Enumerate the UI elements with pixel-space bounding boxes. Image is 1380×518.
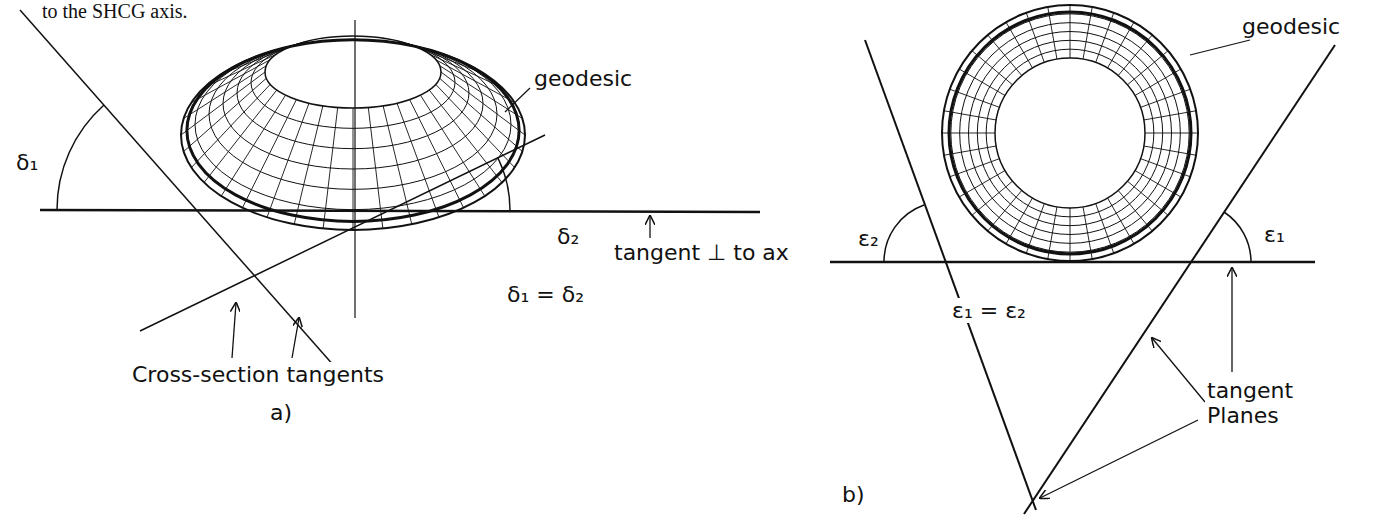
angle-label: ε₁ bbox=[1262, 222, 1287, 247]
equation-label: ε₁ = ε₂ bbox=[950, 298, 1028, 323]
angle-label: ε₂ bbox=[856, 226, 881, 251]
grid-ring bbox=[977, 40, 1162, 225]
grid-ring bbox=[986, 49, 1154, 217]
leader-arrow bbox=[1152, 338, 1205, 402]
grid-meridian bbox=[436, 60, 515, 103]
geodesic-label: geodesic bbox=[1240, 14, 1342, 39]
tangent-plane bbox=[865, 40, 1036, 510]
tangent-line bbox=[830, 261, 1315, 264]
torus-hole bbox=[995, 58, 1145, 208]
construction-lines bbox=[20, 10, 1335, 514]
angle-label: δ₁ bbox=[14, 150, 40, 175]
torus-outline bbox=[942, 5, 1198, 261]
grid-meridian bbox=[204, 90, 277, 183]
grid-meridian bbox=[410, 100, 464, 208]
leader-arrow bbox=[649, 216, 650, 238]
leader-arrow bbox=[1040, 420, 1198, 498]
angle-arc bbox=[498, 158, 510, 211]
grid-meridian bbox=[242, 100, 296, 208]
leader-arrow bbox=[232, 303, 236, 358]
angle-arc bbox=[884, 205, 924, 262]
grid-meridian bbox=[440, 78, 523, 151]
grid-meridian bbox=[191, 84, 270, 167]
grid-meridian bbox=[294, 106, 323, 225]
tangent-label: tangent ⊥ to ax bbox=[612, 240, 791, 265]
torus-top-view bbox=[942, 5, 1198, 261]
angle-arc bbox=[1224, 212, 1251, 262]
tangent-label: tangent Planes bbox=[1205, 378, 1319, 429]
torus-side-view bbox=[181, 36, 525, 230]
grid-meridian bbox=[429, 90, 502, 183]
angle-label: δ₂ bbox=[555, 224, 581, 249]
geodesic-label: geodesic bbox=[532, 66, 634, 91]
grid-meridian bbox=[397, 103, 439, 217]
tangent-plane bbox=[1024, 45, 1335, 514]
geodesic-curve bbox=[187, 40, 519, 222]
leader-line bbox=[1190, 40, 1250, 55]
leader-arrow bbox=[292, 318, 299, 358]
leader-arrow bbox=[1231, 268, 1232, 372]
axis-line bbox=[354, 20, 355, 318]
grid-meridian bbox=[267, 103, 309, 217]
tangent-label: Cross-section tangents bbox=[130, 362, 386, 387]
tangent-line bbox=[40, 210, 760, 212]
grid-meridian bbox=[191, 60, 270, 103]
grid-meridian bbox=[184, 78, 267, 151]
geodesic-curve bbox=[949, 12, 1191, 254]
angle-arc bbox=[57, 105, 104, 210]
leader-line bbox=[505, 88, 530, 112]
panel-label: a) bbox=[268, 400, 294, 425]
grid-meridian bbox=[420, 95, 484, 196]
panel-label: b) bbox=[840, 482, 867, 507]
equation-label: δ₁ = δ₂ bbox=[505, 282, 586, 307]
grid-ring bbox=[969, 32, 1172, 235]
cross-section-tangent bbox=[140, 135, 545, 331]
caption-fragment: to the SHCG axis. bbox=[40, 0, 190, 23]
